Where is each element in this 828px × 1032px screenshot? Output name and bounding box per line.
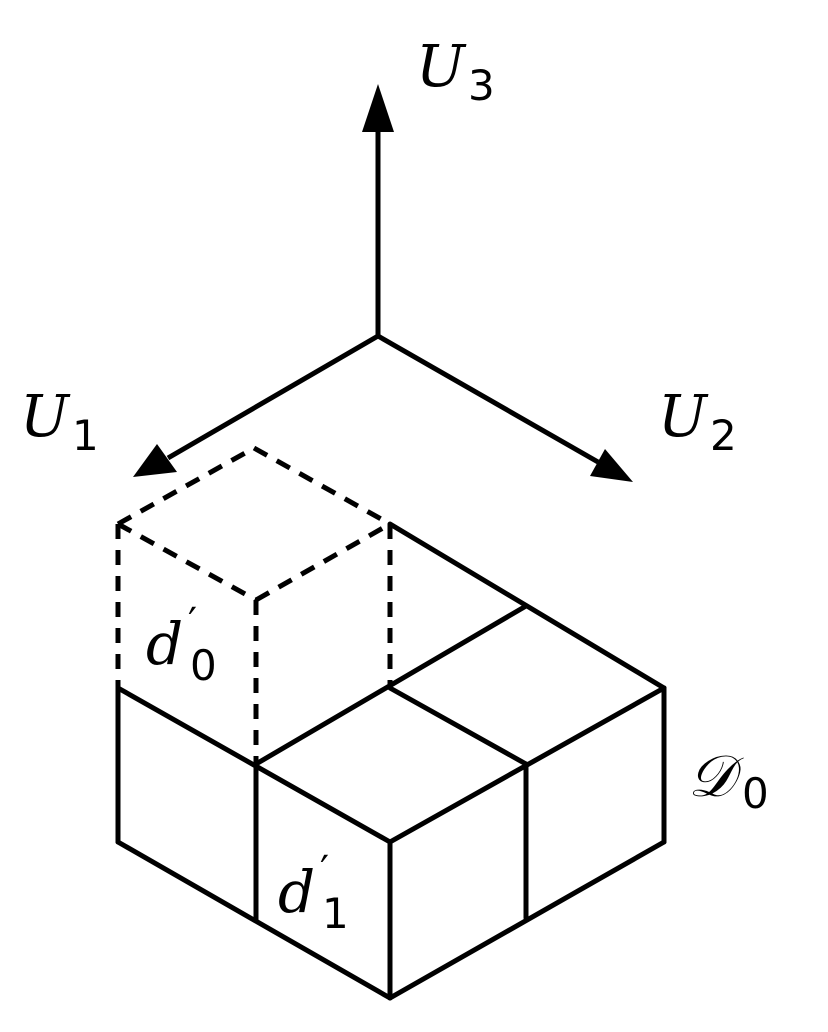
dashed-cube-d0	[115, 445, 393, 764]
axis-u1-arrowhead	[133, 444, 177, 477]
axis-label-u1-subscript: 1	[72, 411, 99, 460]
axis-u2-line	[376, 333, 600, 465]
axis-label-u2: U 2	[658, 382, 737, 460]
axis-label-u1-symbol: U	[20, 382, 71, 450]
axes	[133, 84, 633, 482]
cube-label-d1-prime-prime: ′	[320, 848, 329, 894]
top-grid-line-1	[253, 603, 529, 767]
cube-label-d1-prime-symbol: d	[278, 858, 315, 926]
cube-label-d0-prime-prime: ′	[188, 600, 197, 646]
cube-label-d1-prime-subscript: 1	[322, 889, 349, 938]
dashed-top-front-left	[116, 521, 258, 603]
axis-label-u3: U 3	[416, 32, 495, 110]
block-label-domain-symbol: 𝒟	[688, 742, 744, 810]
block-label-domain: 𝒟 0	[688, 742, 769, 818]
dashed-top-back-left	[116, 445, 256, 527]
solid-block-d0	[115, 521, 667, 1001]
axis-u2-arrowhead	[590, 449, 633, 482]
cube-label-d1-prime: d ′ 1	[278, 848, 349, 938]
axis-label-u3-subscript: 3	[468, 61, 495, 110]
axis-u3-arrowhead	[362, 84, 394, 132]
top-grid-line-2	[387, 685, 529, 767]
bottom-right-edge	[387, 839, 667, 1001]
axis-label-u1: U 1	[20, 382, 99, 460]
axis-label-u2-symbol: U	[658, 382, 709, 450]
axis-label-u3-symbol: U	[416, 32, 467, 100]
cube-label-d0-prime-symbol: d	[146, 610, 183, 678]
bottom-left-edge	[115, 839, 393, 1001]
cube-label-d0-prime-subscript: 0	[190, 641, 217, 690]
axis-label-u2-subscript: 2	[710, 411, 737, 460]
block-label-domain-subscript: 0	[742, 769, 769, 818]
dashed-top-front-right	[254, 521, 392, 603]
dashed-top-back-right	[252, 445, 392, 527]
axis-u1-line	[166, 333, 380, 461]
cube-label-d0-prime: d ′ 0	[146, 600, 217, 690]
